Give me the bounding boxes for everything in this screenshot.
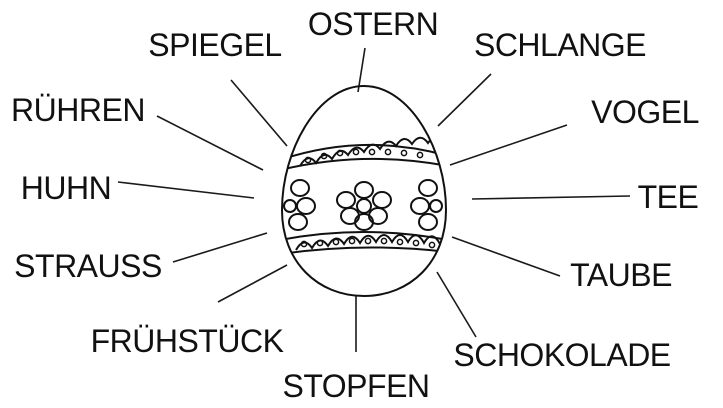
ray-fruehstueck (218, 265, 287, 302)
ray-spiegel (231, 80, 287, 146)
easter-egg-icon (280, 86, 456, 296)
word-strauss: STRAUSS (14, 248, 162, 284)
word-stopfen: STOPFEN (282, 368, 429, 404)
ray-strauss (173, 233, 267, 262)
word-fruehstueck: FRÜHSTÜCK (91, 323, 284, 359)
ray-tee (472, 196, 630, 199)
word-spiegel: SPIEGEL (148, 27, 281, 63)
word-ostern: OSTERN (308, 6, 438, 42)
egg-right-flower (411, 180, 442, 230)
ray-huhn (118, 182, 254, 198)
ray-ruehren (157, 116, 263, 170)
word-ruehren: RÜHREN (11, 92, 145, 128)
egg-outline (282, 86, 446, 296)
ray-vogel (450, 125, 567, 165)
word-schlange: SCHLANGE (474, 27, 646, 63)
word-tee: TEE (638, 179, 699, 215)
word-schokolade: SCHOKOLADE (453, 337, 670, 373)
egg-lower-band-bottom (280, 247, 448, 254)
word-huhn: HUHN (21, 170, 111, 206)
word-labels: OSTERN SPIEGEL SCHLANGE RÜHREN VOGEL HUH… (11, 6, 699, 404)
word-vogel: VOGEL (591, 94, 699, 130)
word-taube: TAUBE (570, 257, 672, 293)
ray-schlange (438, 74, 491, 126)
egg-center-flower (337, 182, 391, 230)
ray-taube (452, 237, 560, 276)
ray-schokolade (437, 272, 476, 337)
egg-left-flower (284, 180, 315, 230)
